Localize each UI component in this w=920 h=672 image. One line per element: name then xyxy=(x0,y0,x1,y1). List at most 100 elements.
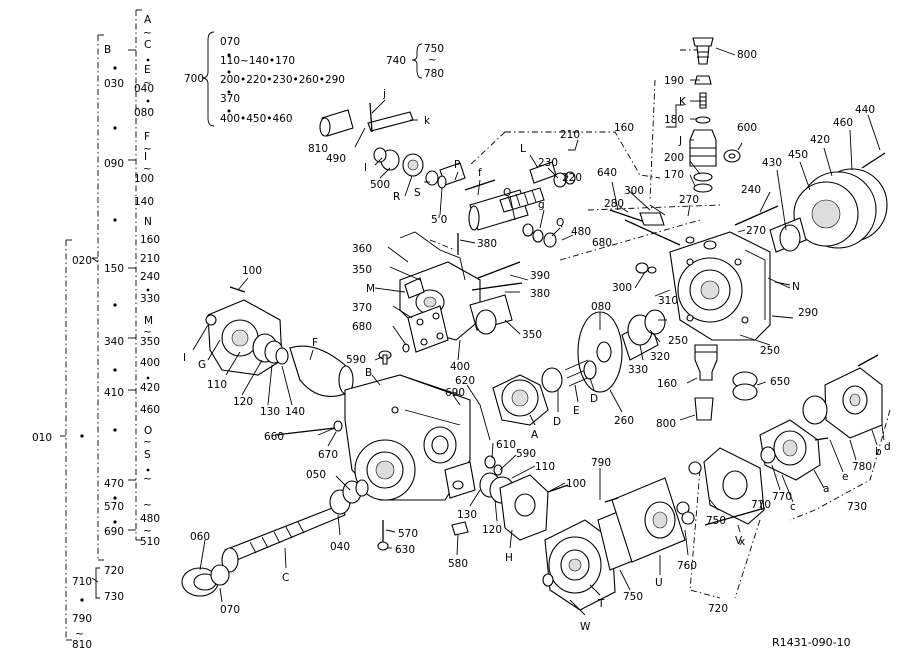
svg-text:~: ~ xyxy=(143,27,152,39)
tree-040: 040 xyxy=(134,83,154,95)
svg-text:~: ~ xyxy=(428,54,437,66)
group-700-line3: 200•220•230•260•290 xyxy=(220,74,345,86)
label-270-a: 270 xyxy=(679,194,699,206)
label-H: H xyxy=(505,552,513,564)
label-Q: Q xyxy=(556,217,564,229)
label-D-right: D xyxy=(590,393,598,405)
label-060: 060 xyxy=(190,531,210,543)
label-100-left: 100 xyxy=(242,265,262,277)
label-g: g xyxy=(538,199,545,211)
label-320: 320 xyxy=(650,351,670,363)
label-K: K xyxy=(679,96,687,108)
label-c: c xyxy=(790,501,796,513)
label-580: 580 xyxy=(448,558,468,570)
group-700-line2: 110~140•170 xyxy=(220,55,295,67)
label-380-a: 380 xyxy=(477,238,497,250)
svg-text:~: ~ xyxy=(75,628,84,640)
label-F: F xyxy=(312,337,318,349)
label-R: R xyxy=(393,191,400,203)
label-770-right: 770 xyxy=(772,491,792,503)
label-J: J xyxy=(678,135,682,147)
label-110-left: 110 xyxy=(207,379,227,391)
tree-a: A xyxy=(144,14,152,26)
label-650: 650 xyxy=(770,376,790,388)
group-700: 700 070 110~140•170 200•220•230•260•290 … xyxy=(184,31,345,127)
label-810: 810 xyxy=(308,143,328,155)
tree-c: C xyxy=(144,39,151,51)
label-180: 180 xyxy=(664,114,684,126)
label-O: O xyxy=(503,187,511,199)
label-360: 360 xyxy=(352,243,372,255)
drawing-code: R1431-090-10 xyxy=(772,636,851,649)
label-190: 190 xyxy=(664,75,684,87)
svg-text:~: ~ xyxy=(143,326,152,338)
label-730: 730 xyxy=(847,501,867,513)
tree-730: 730 xyxy=(104,591,124,603)
svg-text:~: ~ xyxy=(143,473,152,485)
tree-340: 340 xyxy=(104,336,124,348)
tree-350: 350 xyxy=(140,336,160,348)
tree-470: 470 xyxy=(104,478,124,490)
tree-f: F xyxy=(144,131,150,143)
svg-text:~: ~ xyxy=(143,525,152,537)
tree-570: 570 xyxy=(104,501,124,513)
label-U: U xyxy=(655,577,663,589)
label-750-lower: 750 xyxy=(623,591,643,603)
tree-330: 330 xyxy=(140,293,160,305)
label-210: 210 xyxy=(560,129,580,141)
group-700-line4: 370 xyxy=(220,93,240,105)
tree-080: 080 xyxy=(134,107,154,119)
label-D-left: D xyxy=(553,416,561,428)
label-260: 260 xyxy=(614,415,634,427)
label-160-top: 160 xyxy=(614,122,634,134)
label-E: E xyxy=(573,405,580,417)
tree-e: E xyxy=(144,64,151,76)
label-M: M xyxy=(366,283,375,295)
label-T: T xyxy=(597,598,605,610)
label-160-bottom: 160 xyxy=(657,378,677,390)
label-780: 780 xyxy=(852,461,872,473)
label-080: 080 xyxy=(591,301,611,313)
label-130-left: 130 xyxy=(260,406,280,418)
label-590-right: 590 xyxy=(516,448,536,460)
label-480: 480 xyxy=(571,226,591,238)
tree-510: 510 xyxy=(140,536,160,548)
group-700-label: 700 xyxy=(184,73,204,85)
label-720: 720 xyxy=(708,603,728,615)
group-700-line5: 400•450•460 xyxy=(220,113,293,125)
label-250-a: 250 xyxy=(668,335,688,347)
label-120-right: 120 xyxy=(482,524,502,536)
label-W: W xyxy=(580,621,591,633)
label-500: 500 xyxy=(370,179,390,191)
label-430: 430 xyxy=(762,157,782,169)
label-380-b: 380 xyxy=(530,288,550,300)
label-420: 420 xyxy=(810,134,830,146)
label-450: 450 xyxy=(788,149,808,161)
label-070: 070 xyxy=(220,604,240,616)
label-290: 290 xyxy=(798,307,818,319)
label-120-left: 120 xyxy=(233,396,253,408)
tree-690: 690 xyxy=(104,526,124,538)
label-800-top: 800 xyxy=(737,49,757,61)
tree-b: B xyxy=(104,44,111,56)
tree-m: M xyxy=(144,315,153,327)
group-700-line1: 070 xyxy=(220,36,240,48)
label-400: 400 xyxy=(450,361,470,373)
tree-710: 710 xyxy=(72,576,92,588)
tree-150: 150 xyxy=(104,263,124,275)
tree-210: 210 xyxy=(140,253,160,265)
label-570: 570 xyxy=(398,528,418,540)
label-300-a: 300 xyxy=(624,185,644,197)
svg-text:~: ~ xyxy=(143,77,152,89)
tree-160: 160 xyxy=(140,234,160,246)
label-460: 460 xyxy=(833,117,853,129)
tree-o: O xyxy=(144,425,152,437)
label-630: 630 xyxy=(395,544,415,556)
label-790: 790 xyxy=(591,457,611,469)
label-670: 670 xyxy=(318,449,338,461)
label-240: 240 xyxy=(741,184,761,196)
label-V: V xyxy=(735,535,743,547)
label-770-left: 770 xyxy=(751,499,771,511)
